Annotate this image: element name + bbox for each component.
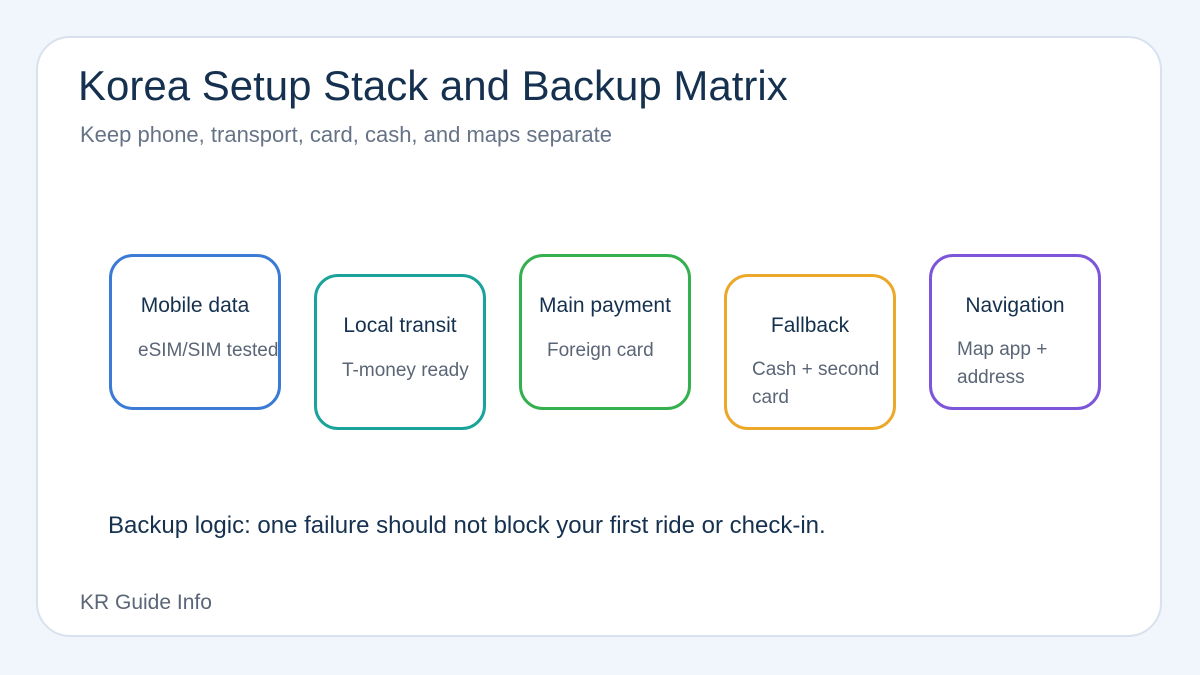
step-box-navigation: Navigation Map app + address — [929, 254, 1101, 410]
step-detail: Cash + second card — [752, 359, 880, 408]
step-box-local-transit: Local transit T-money ready — [314, 274, 486, 430]
step-title: Main payment — [539, 294, 671, 317]
backup-logic-note: Backup logic: one failure should not blo… — [108, 512, 826, 539]
step-detail: Foreign card — [547, 340, 654, 361]
step-title: Local transit — [343, 314, 457, 337]
step-box-mobile-data: Mobile data eSIM/SIM tested — [109, 254, 281, 410]
step-title: Mobile data — [140, 294, 250, 317]
step-title: Navigation — [965, 294, 1065, 317]
page-subtitle: Keep phone, transport, card, cash, and m… — [80, 122, 612, 147]
step-box-main-payment: Main payment Foreign card — [519, 254, 691, 410]
step-detail: T-money ready — [342, 360, 469, 381]
step-detail: eSIM/SIM tested — [138, 340, 279, 361]
step-title: Fallback — [770, 314, 850, 337]
step-box-fallback: Fallback Cash + second card — [724, 274, 896, 430]
page-title: Korea Setup Stack and Backup Matrix — [78, 62, 788, 109]
footer-brand: KR Guide Info — [80, 591, 212, 614]
step-detail: Map app + address — [957, 339, 1048, 388]
